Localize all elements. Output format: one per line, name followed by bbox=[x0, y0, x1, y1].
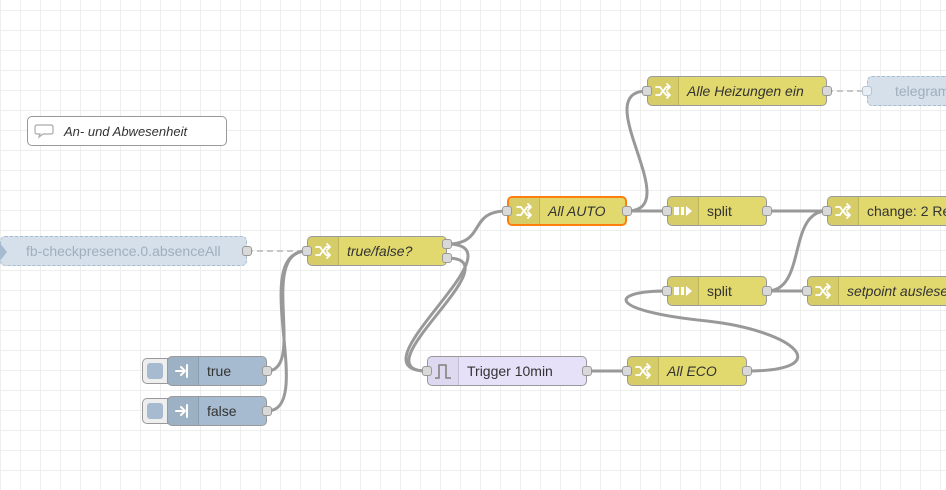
all-auto-output-port[interactable] bbox=[622, 206, 632, 216]
comment-icon bbox=[28, 123, 54, 139]
inject-true-label: true bbox=[207, 363, 232, 379]
setpoint-node[interactable]: setpoint auslese bbox=[807, 276, 946, 306]
split2-node[interactable]: split bbox=[667, 276, 767, 306]
truefalse-label: true/false? bbox=[347, 243, 413, 259]
all-eco-output-port[interactable] bbox=[742, 366, 752, 376]
comment-node[interactable]: An- und Abwesenheit bbox=[27, 116, 227, 146]
wire[interactable] bbox=[446, 209, 508, 246]
split2-output-port[interactable] bbox=[762, 286, 772, 296]
all-auto-input-port[interactable] bbox=[502, 206, 512, 216]
switch-icon bbox=[509, 198, 540, 224]
truefalse-input-port[interactable] bbox=[302, 246, 312, 256]
change-input-port[interactable] bbox=[822, 206, 832, 216]
wire[interactable] bbox=[404, 242, 470, 373]
switch-icon bbox=[628, 357, 659, 385]
inject-arrow-icon bbox=[168, 397, 199, 425]
heizungen-node[interactable]: Alle Heizungen ein bbox=[647, 76, 827, 106]
inject-arrow-icon bbox=[168, 357, 199, 385]
telegram-label: telegram bbox=[895, 83, 946, 99]
setpoint-input-port[interactable] bbox=[802, 286, 812, 296]
iobroker-in-icon bbox=[0, 242, 9, 267]
truefalse-output-port-2[interactable] bbox=[442, 253, 452, 263]
setpoint-label: setpoint auslese bbox=[847, 283, 946, 299]
trigger-input-port[interactable] bbox=[422, 366, 432, 376]
split1-label: split bbox=[707, 203, 732, 219]
switch-icon bbox=[308, 237, 339, 265]
trigger-output-port[interactable] bbox=[582, 366, 592, 376]
switch-icon bbox=[828, 197, 859, 225]
split1-node[interactable]: split bbox=[667, 196, 767, 226]
presence-output-port[interactable] bbox=[242, 246, 252, 256]
telegram-input-port[interactable] bbox=[862, 86, 872, 96]
split-icon bbox=[668, 277, 699, 305]
trigger-node[interactable]: Trigger 10min bbox=[427, 356, 587, 386]
inject-false-button[interactable] bbox=[142, 398, 168, 424]
trigger-icon bbox=[428, 357, 459, 385]
inject-true-button[interactable] bbox=[142, 358, 168, 384]
presence-label: fb-checkpresence.0.absenceAll bbox=[26, 243, 221, 259]
comment-label: An- und Abwesenheit bbox=[64, 123, 188, 139]
all-eco-input-port[interactable] bbox=[622, 366, 632, 376]
inject-true-output-port[interactable] bbox=[262, 366, 272, 376]
inject-false-output-port[interactable] bbox=[262, 406, 272, 416]
split-icon bbox=[668, 197, 699, 225]
presence-node[interactable]: fb-checkpresence.0.absenceAll bbox=[0, 236, 247, 266]
wire[interactable] bbox=[407, 256, 467, 373]
inject-false-node[interactable]: false bbox=[167, 396, 267, 426]
inject-false-label: false bbox=[207, 403, 237, 419]
change-node[interactable]: change: 2 Re bbox=[827, 196, 946, 226]
heizungen-label: Alle Heizungen ein bbox=[687, 83, 804, 99]
trigger-label: Trigger 10min bbox=[467, 363, 553, 379]
telegram-node[interactable]: telegram bbox=[867, 76, 946, 106]
truefalse-output-port-1[interactable] bbox=[442, 239, 452, 249]
all-auto-label: All AUTO bbox=[548, 203, 606, 219]
all-auto-node[interactable]: All AUTO bbox=[507, 196, 627, 226]
truefalse-node[interactable]: true/false? bbox=[307, 236, 447, 266]
heizungen-output-port[interactable] bbox=[822, 86, 832, 96]
switch-icon bbox=[648, 77, 679, 105]
split2-input-port[interactable] bbox=[662, 286, 672, 296]
wire[interactable] bbox=[266, 249, 308, 413]
all-eco-label: All ECO bbox=[667, 363, 717, 379]
wire[interactable] bbox=[624, 289, 800, 373]
wire[interactable] bbox=[625, 89, 649, 213]
heizungen-input-port[interactable] bbox=[642, 86, 652, 96]
split1-output-port[interactable] bbox=[762, 206, 772, 216]
split2-label: split bbox=[707, 283, 732, 299]
switch-icon bbox=[808, 277, 839, 305]
split1-input-port[interactable] bbox=[662, 206, 672, 216]
wire[interactable] bbox=[266, 249, 308, 373]
wire[interactable] bbox=[766, 209, 828, 293]
all-eco-node[interactable]: All ECO bbox=[627, 356, 747, 386]
change-label: change: 2 Re bbox=[867, 203, 946, 219]
inject-true-node[interactable]: true bbox=[167, 356, 267, 386]
